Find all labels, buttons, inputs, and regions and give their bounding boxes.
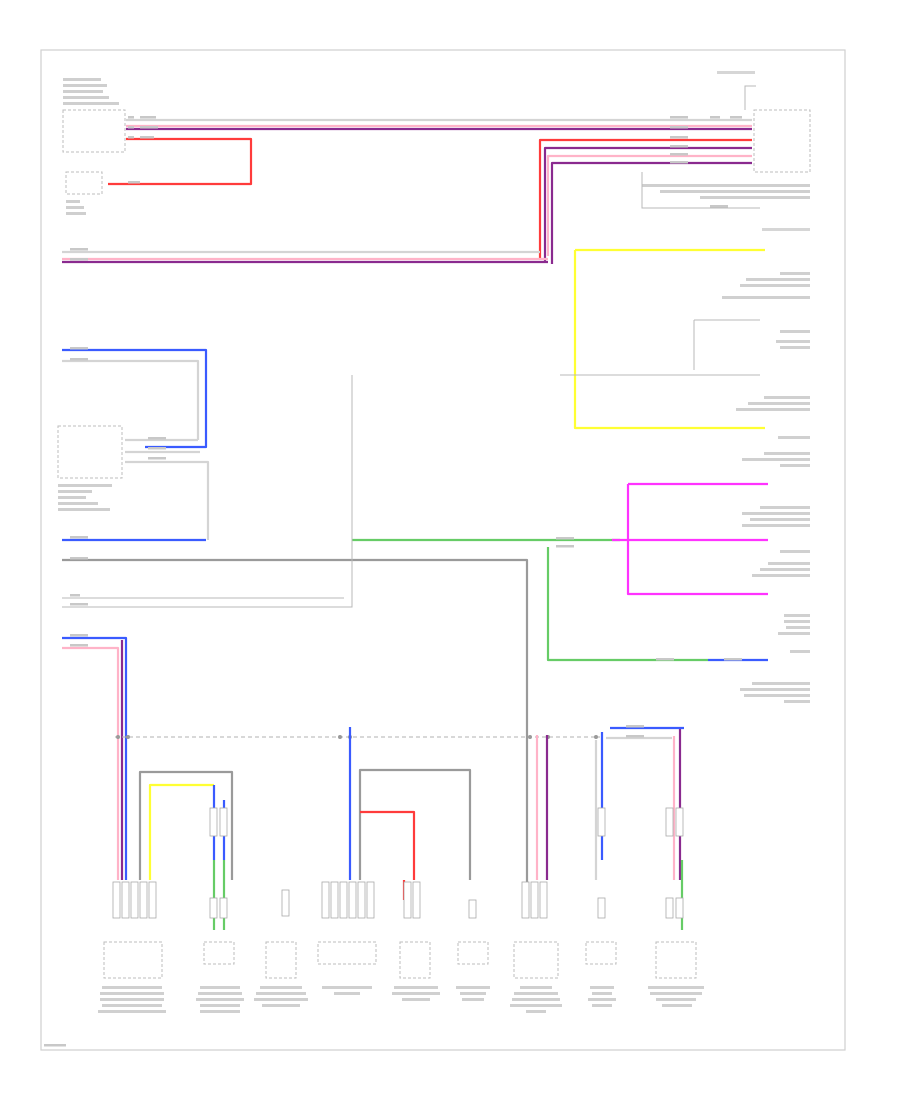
wire-tags [44,116,742,1047]
right-labels-group-2 [740,506,810,703]
module-top-right-tag [717,71,755,74]
right-labels-group-1 [722,272,810,467]
module-mid-left-label [58,484,112,511]
connector-pins [112,807,684,919]
wire-red-loop [108,137,253,186]
wire-thin-left-long [62,375,353,608]
diagram-frame [40,49,846,1051]
wire-grey-c1 [138,770,234,880]
sensor-small-label [66,200,86,215]
wire-blue-down [62,636,128,880]
wire-grey-long [62,558,529,890]
wire-purple-right-2 [550,161,752,264]
alternator-label [762,228,810,231]
wire-thin-right [641,172,760,209]
wire-yellow-bus [573,248,765,430]
module-top-left [62,109,126,153]
bottom-components [103,941,697,979]
wire-red-right [538,138,752,258]
wire-yellow-c1 [148,783,214,880]
wire-pink-right [546,154,752,256]
module-mid-left [57,425,123,479]
wire-pink-down [62,646,120,880]
wire-mid-left-3 [125,460,210,540]
module-top-right-lead [744,85,756,110]
wire-thin-branch [693,319,760,370]
wire-green-2 [546,547,708,662]
bottom-labels [98,986,704,1013]
module-top-right [753,109,811,173]
wire-purple-right [543,146,752,262]
sensor-small [65,171,103,195]
wire-grey-loop [62,359,200,440]
module-top-right-label [642,184,810,199]
wire-magenta-bus [612,482,768,596]
wire-blue-loop [62,348,208,449]
module-top-left-label [63,78,119,105]
wire-grey-c3 [358,768,472,880]
wire-red-c3 [360,810,416,880]
